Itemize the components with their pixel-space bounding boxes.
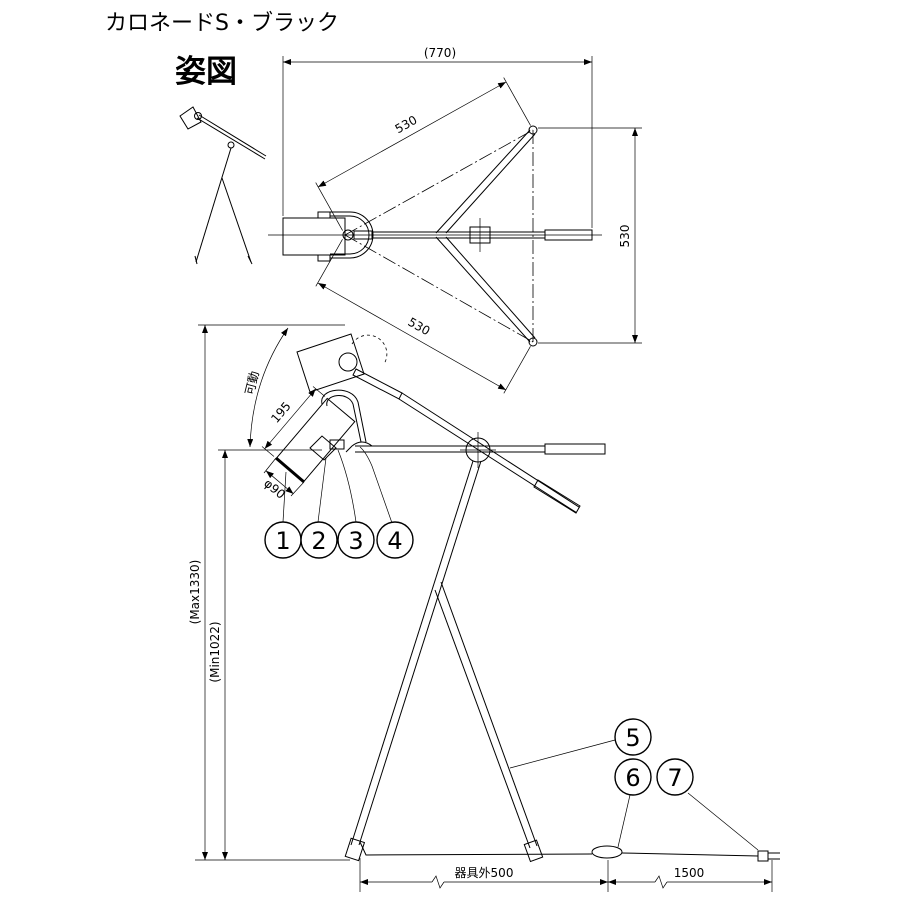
- lamp-switch: [329, 439, 345, 450]
- dim-leg-span: 530: [618, 225, 632, 248]
- dim-cord-fixture: 器具外500: [455, 866, 514, 880]
- callout-7: 7: [656, 758, 694, 796]
- callout-5: 5: [614, 718, 652, 756]
- raised-arm-grip: [352, 368, 403, 400]
- elevation-view: (Max1330) (Min1022) 可動 195: [188, 324, 780, 892]
- plan-leg-upper-b: [445, 133, 536, 234]
- raised-head-joint: [338, 352, 358, 372]
- dim-lower-ext-b: [503, 346, 531, 394]
- raised-lamp-head: [296, 333, 365, 393]
- dim-cord-length: 1500: [674, 866, 705, 880]
- dim-upper-ext-b: [503, 77, 531, 126]
- callout-1: 1: [264, 521, 302, 559]
- leader-6: [617, 794, 631, 848]
- part-callouts: 1 2 3 4 5 6 7: [264, 446, 759, 851]
- leg-b-edge-2: [440, 581, 538, 847]
- plan-handle-inner: [330, 215, 370, 255]
- dim-overall-width: (770): [424, 46, 456, 60]
- power-plug: [757, 850, 769, 862]
- leg-a-edge-1: [350, 460, 474, 846]
- sketch-foot-b: [247, 255, 253, 265]
- dim-upper-ext-a: [315, 182, 343, 231]
- leader-1: [282, 471, 287, 523]
- sketch-pivot: [227, 141, 235, 149]
- foot-cap-b: [523, 839, 544, 863]
- power-cord: [621, 852, 759, 857]
- dim-195-ext-a: [261, 446, 275, 457]
- dim-head-diameter: φ90: [261, 476, 288, 502]
- sketch-arm-edge: [198, 114, 267, 157]
- dim-max-height: (Max1330): [188, 560, 202, 625]
- movable-arc: [247, 327, 289, 448]
- lamp-handle-inner: [326, 395, 362, 443]
- power-cord-fixture: [359, 841, 593, 856]
- dim-upper-line: [317, 81, 507, 188]
- plan-socket-body: [353, 230, 373, 240]
- leader-3: [337, 449, 357, 523]
- leader-5: [509, 739, 616, 769]
- dim-min-height: (Min1022): [208, 621, 222, 682]
- plan-clamp-top: [317, 211, 331, 219]
- callout-2: 2: [300, 521, 338, 559]
- perspective-sketch: [179, 106, 267, 265]
- plan-leg-lower-a: [435, 236, 531, 343]
- cord-switch: [591, 845, 623, 859]
- sketch-arm: [196, 117, 266, 160]
- sketch-leg-b: [221, 177, 252, 263]
- callout-6-label: 6: [625, 764, 640, 792]
- raised-arm-tip: [533, 479, 581, 514]
- dim-90-ext-a: [263, 457, 277, 474]
- dim-movable: 可動: [242, 370, 261, 397]
- leader-4: [359, 446, 393, 524]
- plan-reach-upper: [344, 129, 534, 236]
- callout-3: 3: [337, 521, 375, 559]
- dim-lower-line: [317, 282, 507, 391]
- dim-195-ext-b: [312, 386, 326, 397]
- raised-handle-dashed: [351, 334, 388, 365]
- arm-hook: [345, 441, 373, 453]
- plan-handle-outer: [330, 211, 374, 259]
- arm-tip: [544, 443, 606, 455]
- callout-4-label: 4: [387, 527, 402, 555]
- dim-90-line: [265, 470, 294, 495]
- foot-cap-a: [344, 837, 366, 862]
- plan-clamp-bottom: [317, 254, 331, 262]
- plan-arm-tip: [544, 229, 593, 241]
- plan-view: (770) 530 530 530: [268, 46, 642, 394]
- dim-90-ext-b: [290, 481, 305, 497]
- lamp-handle-outer: [321, 389, 367, 443]
- lamp-lens: [275, 456, 305, 484]
- callout-3-label: 3: [348, 527, 363, 555]
- plan-leg-lower-b: [445, 236, 536, 339]
- dim-head-length: 195: [268, 399, 294, 426]
- plan-socket: [342, 229, 354, 241]
- sketch-leg-a: [195, 147, 232, 263]
- plan-lamp-head: [282, 217, 346, 256]
- dim-lower-ext-a: [315, 239, 343, 287]
- dim-500-break: [431, 875, 445, 889]
- plan-leg-upper-a: [435, 129, 531, 234]
- callout-5-label: 5: [625, 724, 640, 752]
- callout-2-label: 2: [311, 527, 326, 555]
- drawing-subtitle: 姿図: [175, 54, 237, 90]
- sketch-foot-a: [194, 255, 198, 265]
- callout-7-label: 7: [667, 764, 682, 792]
- callout-1-label: 1: [275, 527, 290, 555]
- lamp-socket: [309, 435, 337, 461]
- plan-reach-lower: [344, 234, 534, 343]
- dim-1500-break: [654, 875, 668, 889]
- leg-a-edge-2: [358, 460, 482, 846]
- leg-b-edge-1: [434, 589, 531, 849]
- callout-4: 4: [376, 521, 414, 559]
- sketch-lamp-head: [179, 106, 202, 130]
- callout-6: 6: [614, 758, 652, 796]
- raised-arm-edge-a: [398, 398, 577, 514]
- leader-7: [687, 792, 759, 851]
- dim-195-line: [264, 388, 316, 450]
- drawing-title: カロネードS・ブラック: [105, 11, 339, 36]
- leader-2: [317, 457, 327, 523]
